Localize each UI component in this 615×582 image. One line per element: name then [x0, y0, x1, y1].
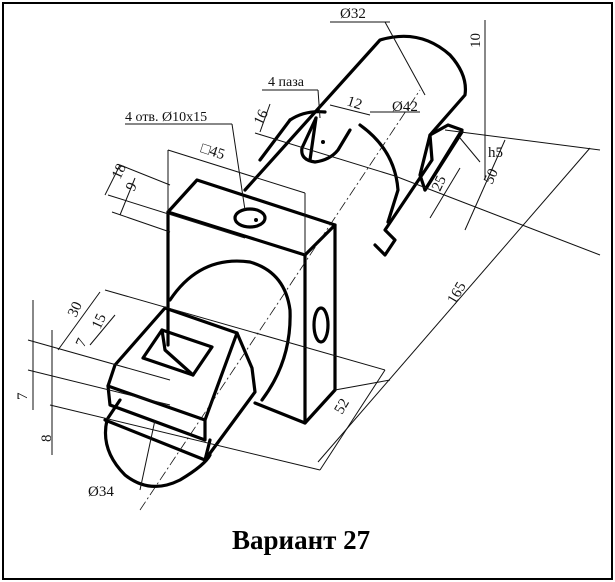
dim-holes: 4 отв. Ø10x15 [125, 110, 207, 125]
dim-52: 52 [332, 396, 353, 417]
axis-line [139, 89, 421, 511]
dim-slots: 4 паза [268, 75, 305, 90]
square-plate [166, 178, 337, 425]
dim-15: 15 [89, 311, 110, 331]
dim-7-vertical: 7 [15, 392, 31, 400]
dim-18: 18 [109, 161, 130, 181]
variant-title: Вариант 27 [232, 525, 370, 555]
dim-h5: h5 [488, 145, 503, 161]
dim-9: 9 [123, 180, 141, 194]
collar-cylinder [258, 110, 400, 224]
dimension-lines [27, 20, 601, 491]
dim-8: 8 [39, 435, 55, 443]
dim-12: 12 [345, 94, 364, 114]
dim-10: 10 [468, 33, 484, 48]
dim-165: 165 [445, 280, 470, 307]
rear-cylinder [243, 34, 468, 257]
dim-16: 16 [251, 107, 272, 128]
dim-50: 50 [481, 166, 502, 186]
dim-25: 25 [429, 173, 450, 193]
dim-7-inclined: 7 [73, 336, 91, 350]
dim-d34: Ø34 [88, 484, 114, 500]
dim-d42: Ø42 [392, 99, 418, 115]
dim-sq45: □45 [199, 141, 227, 164]
front-cylinder [103, 259, 292, 488]
dim-30: 30 [65, 299, 86, 319]
dim-d32: Ø32 [340, 6, 366, 22]
slot [300, 116, 352, 164]
front-lug [103, 306, 257, 462]
